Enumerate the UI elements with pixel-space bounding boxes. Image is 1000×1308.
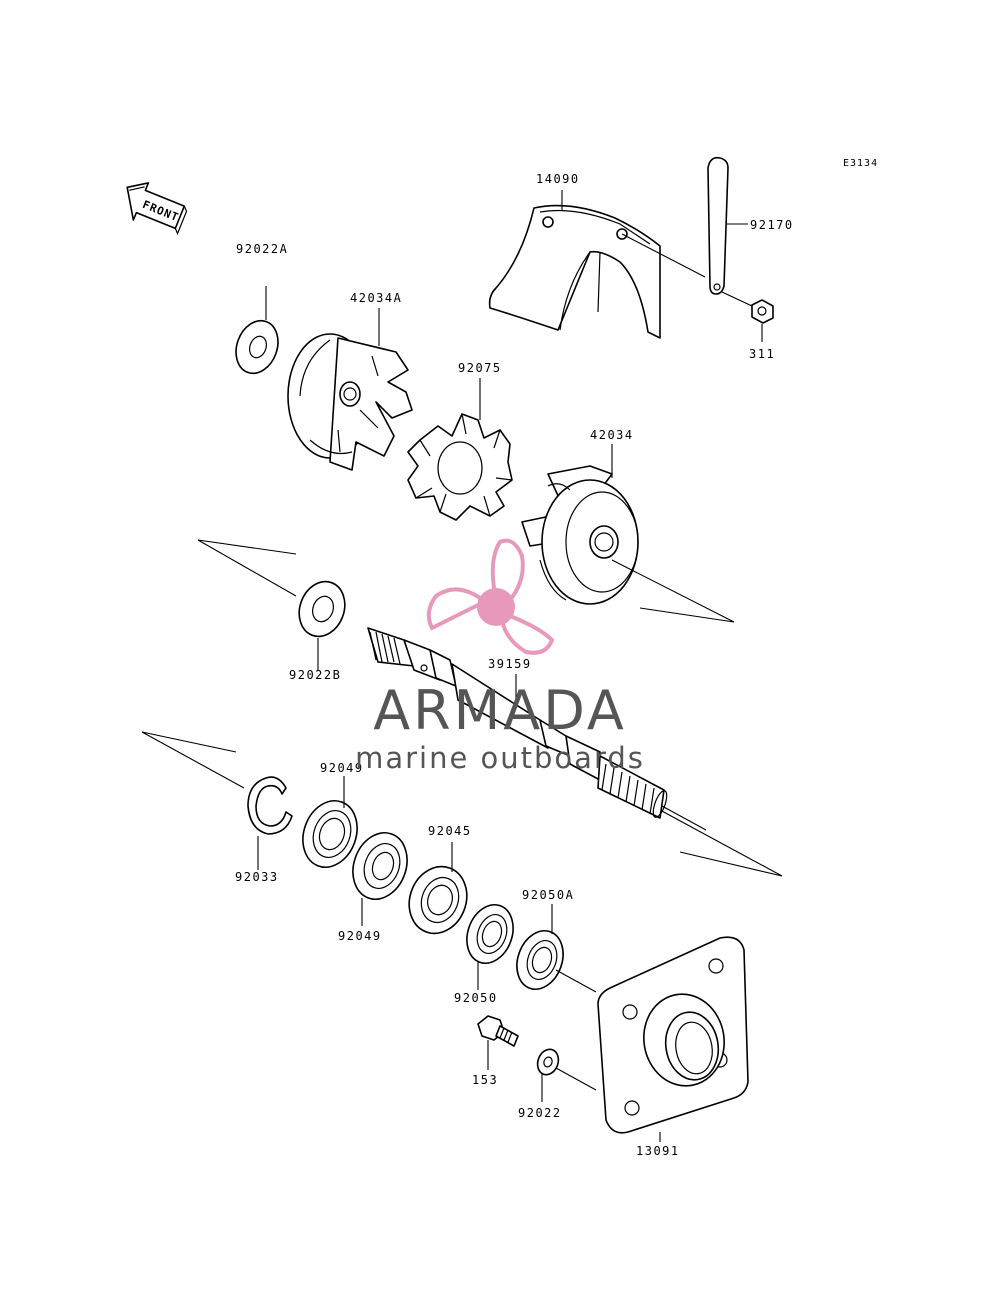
label-92022A: 92022A xyxy=(236,242,288,256)
label-92022: 92022 xyxy=(518,1106,562,1120)
propeller-logo-icon xyxy=(426,538,555,655)
housing-13091 xyxy=(597,936,749,1142)
diagram-code: E3134 xyxy=(843,158,878,169)
part-labels: 14090 92170 311 92022A 42034A 92075 4203… xyxy=(235,172,794,1158)
label-153: 153 xyxy=(472,1073,498,1087)
bolt-153 xyxy=(477,1015,519,1070)
label-42034A: 42034A xyxy=(350,291,402,305)
damper-92075 xyxy=(407,378,513,521)
bearing-92049-upper xyxy=(302,776,358,868)
label-311: 311 xyxy=(749,347,775,361)
front-arrow-icon: FRONT xyxy=(126,182,188,236)
label-92045: 92045 xyxy=(428,824,472,838)
watermark-tagline: marine outboards xyxy=(355,741,645,775)
label-42034: 42034 xyxy=(590,428,634,442)
label-92049-lower: 92049 xyxy=(338,929,382,943)
seal-92050 xyxy=(466,904,514,990)
label-92170: 92170 xyxy=(750,218,794,232)
strap-92170 xyxy=(707,156,753,307)
label-39159: 39159 xyxy=(488,657,532,671)
label-92075: 92075 xyxy=(458,361,502,375)
label-92022B: 92022B xyxy=(289,668,341,682)
label-92049-upper: 92049 xyxy=(320,761,364,775)
watermark: ARMADA marine outboards xyxy=(355,538,645,775)
circlip-92033 xyxy=(247,776,293,870)
bearing-92045 xyxy=(408,842,468,935)
washer-92022A xyxy=(235,286,279,375)
washer-92022 xyxy=(536,1048,597,1102)
coupling-42034 xyxy=(521,444,639,605)
washer-92022B xyxy=(298,580,346,670)
nut-311 xyxy=(751,299,774,342)
cover-14090 xyxy=(488,190,706,339)
watermark-brand: ARMADA xyxy=(373,679,627,742)
seal-92049-lower xyxy=(352,832,408,926)
label-92033: 92033 xyxy=(235,870,279,884)
seal-92050A xyxy=(516,904,597,993)
shaft-39159 xyxy=(367,627,707,831)
coupling-42034A xyxy=(287,308,413,471)
label-14090: 14090 xyxy=(536,172,580,186)
label-13091: 13091 xyxy=(636,1144,680,1158)
reference-lines xyxy=(141,539,783,877)
label-92050A: 92050A xyxy=(522,888,574,902)
label-92050: 92050 xyxy=(454,991,498,1005)
